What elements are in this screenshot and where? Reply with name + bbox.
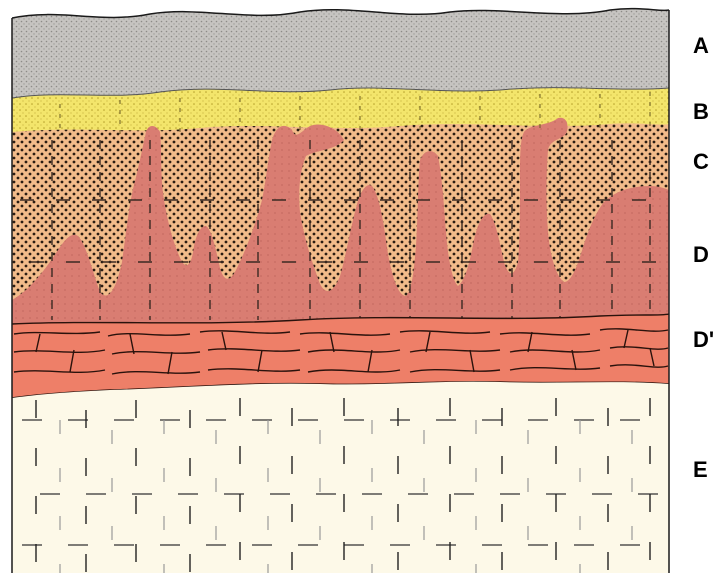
label-layer-d-prime: D' xyxy=(693,329,714,351)
label-layer-e: E xyxy=(693,459,708,481)
label-layer-d: D xyxy=(693,244,709,266)
layer-a-texture xyxy=(12,9,669,100)
layer-e-band xyxy=(12,382,669,573)
label-layer-c: C xyxy=(693,151,709,173)
label-layer-a: A xyxy=(693,35,709,57)
label-layer-b: B xyxy=(693,101,709,123)
